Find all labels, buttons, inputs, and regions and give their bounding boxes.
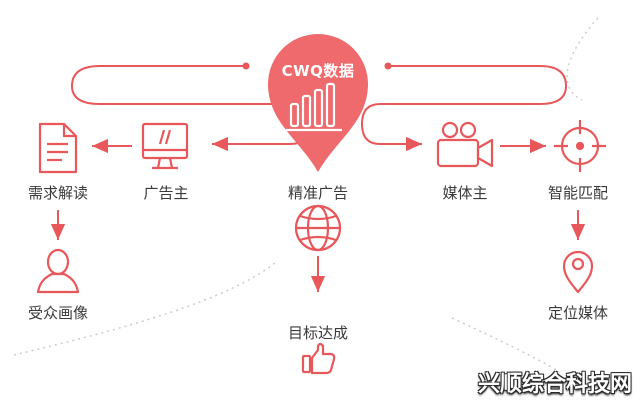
dotted-arc-top-right [566,17,599,101]
label-need-analysis: 需求解读 [27,184,89,202]
document-icon [38,122,78,174]
bar-chart-icon [286,82,342,132]
label-advertiser: 广告主 [143,184,189,202]
video-camera-icon [436,121,494,168]
label-precise-ads: 精准广告 [287,184,349,202]
dotted-arc-bottom-right [451,317,561,373]
site-watermark: 兴顺综合科技网 [477,372,632,397]
label-goal-reached: 目标达成 [287,324,349,342]
label-audience-profile: 受众画像 [27,304,89,322]
user-icon [36,248,80,294]
right-loop-dot [384,62,392,70]
label-geo-target: 定位媒体 [547,304,609,322]
location-pin-icon [562,250,594,294]
pin-title: CWQ数据 [281,62,355,80]
data-pin [268,34,368,172]
globe-icon [294,204,342,252]
monitor-icon [141,122,189,170]
right-loop-connector [360,65,568,152]
label-smart-match: 智能匹配 [547,184,609,202]
label-media-owner: 媒体主 [442,184,488,202]
thumbs-up-icon [301,342,336,375]
crosshair-icon [554,120,606,172]
left-loop-dot [242,62,250,70]
